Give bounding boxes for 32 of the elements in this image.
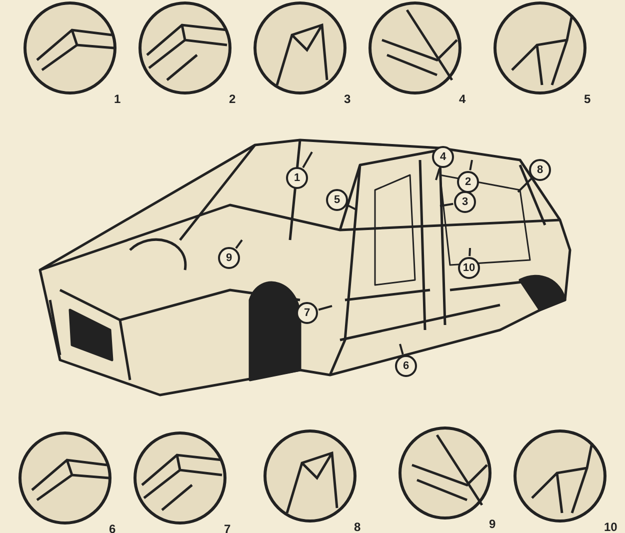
figure-number: 7 [224, 522, 231, 533]
detail-circle-drawing [262, 428, 358, 524]
leader-line [435, 168, 440, 180]
leader-line [517, 178, 532, 193]
detail-circle-drawing [137, 0, 233, 96]
detail-circle-drawing [252, 0, 348, 96]
detail-circle-drawing [367, 0, 463, 96]
leader-line [347, 204, 358, 211]
leader-line [399, 344, 404, 355]
figure-number: 8 [354, 520, 361, 533]
figure-number: 9 [489, 517, 496, 531]
figure-number: 2 [229, 92, 236, 106]
callout-number: 6 [395, 355, 417, 377]
leader-line [440, 202, 454, 207]
figure-number: 4 [459, 92, 466, 106]
figure-number: 1 [114, 92, 121, 106]
leader-line [318, 305, 332, 311]
callout-number: 8 [529, 159, 551, 181]
leader-line [235, 239, 243, 249]
leader-line [469, 160, 473, 170]
leader-line [468, 248, 471, 256]
leader-line [302, 152, 313, 168]
detail-circle-drawing [132, 430, 228, 526]
detail-circle-drawing [22, 0, 118, 96]
detail-circle-drawing [492, 0, 588, 96]
figure-number: 3 [344, 92, 351, 106]
figure-number: 10 [604, 520, 618, 533]
detail-circle-drawing [512, 428, 608, 524]
figure-number: 6 [109, 522, 116, 533]
detail-circle-drawing [397, 425, 493, 521]
figure-number: 5 [584, 92, 591, 106]
detail-circle-drawing [17, 430, 113, 526]
